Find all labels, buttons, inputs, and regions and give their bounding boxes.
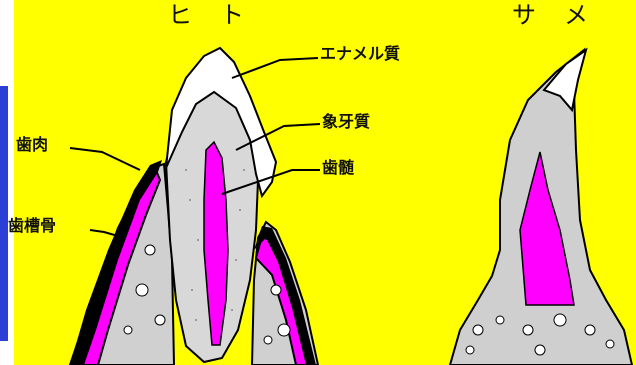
label-alveolar-bone: 歯槽骨 (8, 218, 56, 234)
label-enamel: エナメル質 (320, 46, 400, 62)
left-frame-accent (0, 86, 8, 341)
human-title: ヒト (168, 3, 272, 27)
shark-title: サメ (512, 3, 616, 27)
label-gum: 歯肉 (16, 137, 48, 153)
label-pulp: 歯髄 (322, 160, 354, 176)
label-dentin: 象牙質 (322, 114, 370, 130)
